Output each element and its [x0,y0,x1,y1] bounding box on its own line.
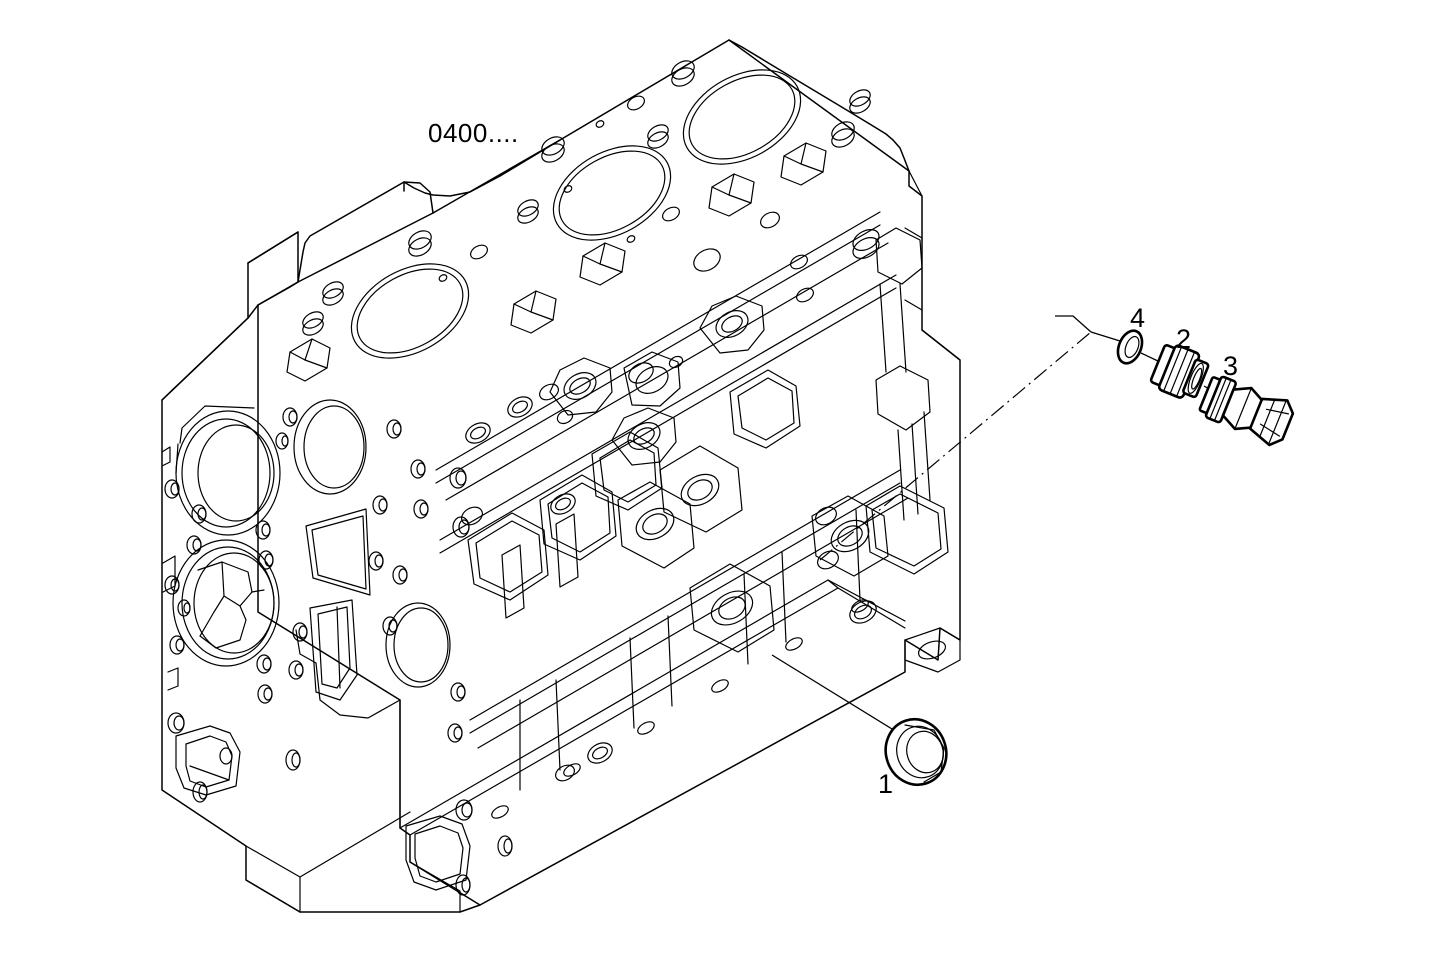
part-3-pressure-sensor [1198,375,1295,447]
block-front-face [161,399,513,896]
assembly-axis-line [819,315,1092,561]
part-1-sealing-cap [771,654,948,787]
callout-label-4: 4 [1130,303,1146,333]
block-deck-face [247,39,910,526]
part-4-sealing-washer [1090,329,1144,365]
callout-label-3: 3 [1223,351,1239,381]
block-side-face [399,211,909,836]
block-right-end-face [865,170,961,673]
callout-label-1: 1 [878,769,894,799]
callout-label-2: 2 [1176,324,1192,354]
assembly-group-label: 0400.... [428,118,519,148]
part-2-threaded-adapter [1140,344,1217,399]
block-bottom-skirt [245,629,461,913]
